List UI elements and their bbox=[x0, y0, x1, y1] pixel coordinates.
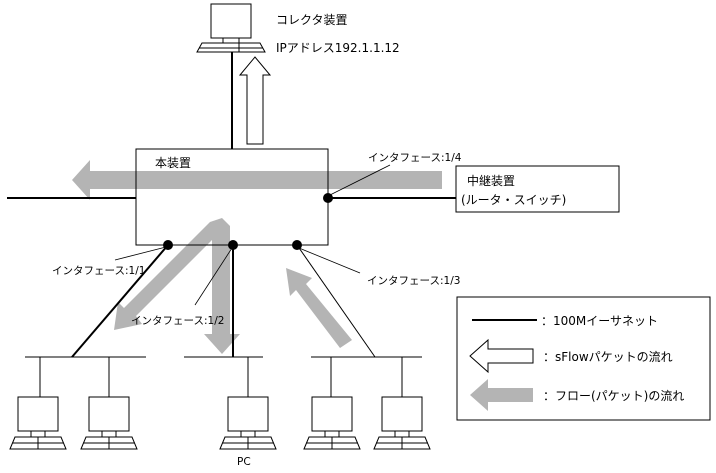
segment-3 bbox=[303, 356, 431, 450]
relay-device-subtitle: (ルータ・スイッチ) bbox=[461, 193, 566, 207]
leader-1-2 bbox=[194, 247, 233, 306]
port-1-4 bbox=[323, 193, 333, 203]
link-1-1 bbox=[71, 244, 169, 358]
interface-label-1-4: インタフェース:1/4 bbox=[368, 152, 462, 164]
collector-ip: IPアドレス192.1.1.12 bbox=[276, 41, 400, 55]
pc-icon bbox=[80, 396, 138, 450]
pc-icon bbox=[219, 396, 277, 450]
legend-flow-label: ：フロー(パケット)の流れ bbox=[543, 389, 684, 403]
pc-icon bbox=[9, 396, 67, 450]
segment-1 bbox=[9, 356, 146, 450]
leader-1-4 bbox=[329, 164, 391, 196]
main-device-name: 本装置 bbox=[155, 156, 191, 170]
flow-arrow-inverted-v bbox=[114, 218, 240, 354]
interface-label-1-1: インタフェース:1/1 bbox=[52, 265, 145, 277]
flow-arrow-diagonal-up bbox=[286, 268, 352, 348]
sflow-arrow-up bbox=[238, 56, 272, 145]
legend-flow-arrow bbox=[470, 379, 533, 411]
relay-device-box bbox=[455, 165, 620, 213]
segment-2 bbox=[184, 356, 277, 450]
flow-arrow-horizontal bbox=[72, 160, 442, 200]
pc-icon bbox=[373, 396, 431, 450]
pc-icon bbox=[303, 396, 361, 450]
link-1-3 bbox=[296, 244, 376, 358]
pc-label: PC bbox=[237, 456, 251, 468]
legend-ethernet-label: ：100Mイーサネット bbox=[541, 314, 658, 328]
interface-label-1-2: インタフェース:1/2 bbox=[131, 315, 224, 327]
legend: ：100Mイーサネット ：sFlowパケットの流れ ：フロー(パケット)の流れ bbox=[456, 296, 711, 421]
legend-sflow-label: ：sFlowパケットの流れ bbox=[543, 350, 673, 364]
collector-name: コレクタ装置 bbox=[276, 13, 348, 27]
relay-device-name: 中継装置 bbox=[467, 173, 515, 188]
collector-pc-icon bbox=[196, 3, 266, 53]
leader-1-1 bbox=[114, 246, 167, 261]
legend-sflow-arrow bbox=[469, 338, 534, 374]
interface-label-1-3: インタフェース:1/3 bbox=[367, 275, 460, 287]
leader-1-3 bbox=[298, 247, 361, 274]
